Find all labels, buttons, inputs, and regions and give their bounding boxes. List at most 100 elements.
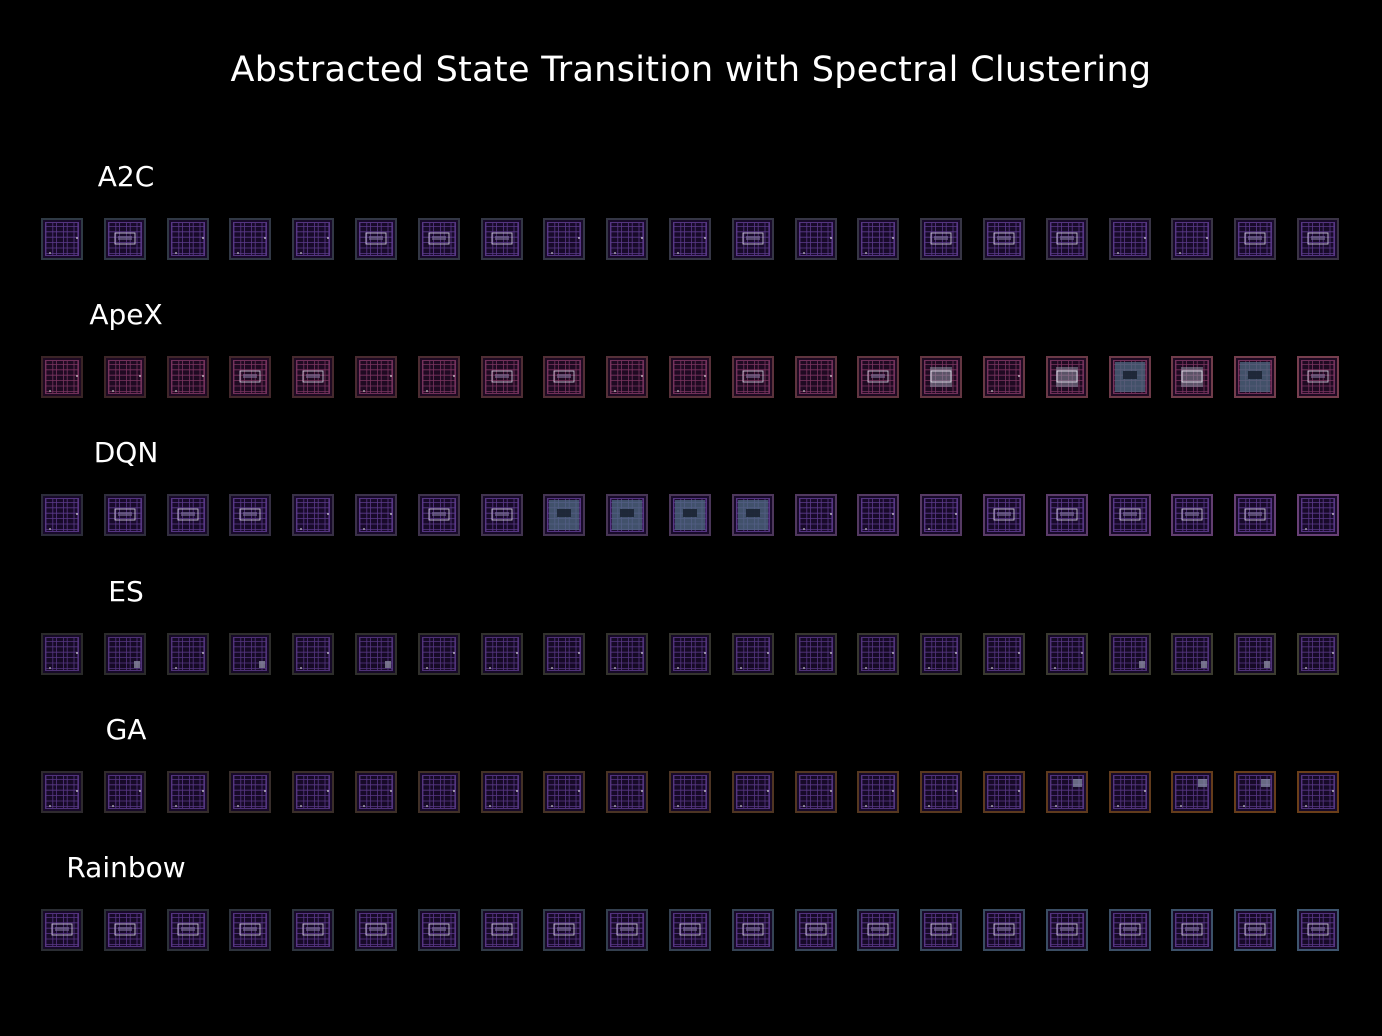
state-frame <box>229 770 272 813</box>
state-frame <box>543 494 586 537</box>
state-frame <box>857 218 900 260</box>
state-frame <box>41 218 83 260</box>
state-frame <box>1297 770 1339 813</box>
state-frame <box>1045 356 1088 399</box>
state-frame <box>1234 494 1277 537</box>
state-frame <box>417 356 460 399</box>
state-frame <box>794 770 837 813</box>
state-frame <box>857 909 900 951</box>
row-label: GA <box>105 712 147 746</box>
state-frame <box>543 770 586 813</box>
state-frame <box>417 494 460 537</box>
state-frame <box>920 356 963 399</box>
state-frame <box>103 632 146 675</box>
state-frame <box>1108 909 1151 951</box>
state-frame <box>41 909 83 951</box>
state-frame <box>417 632 460 675</box>
state-frame <box>920 218 963 260</box>
state-frame <box>166 909 209 951</box>
row-label: ApeX <box>89 298 163 332</box>
state-frame <box>731 909 774 951</box>
state-frame <box>292 770 335 813</box>
state-frame <box>355 770 397 813</box>
state-frame <box>606 218 649 260</box>
state-frame <box>292 218 335 260</box>
state-frame <box>857 494 900 537</box>
state-frame <box>480 218 523 260</box>
state-frame <box>1297 632 1339 675</box>
state-frame <box>920 494 963 537</box>
state-frame <box>166 218 209 260</box>
state-frame <box>480 356 523 399</box>
state-frame <box>292 494 335 537</box>
state-frame <box>669 632 711 675</box>
state-frame <box>606 356 649 399</box>
state-frame <box>1297 494 1339 537</box>
state-frame <box>543 218 586 260</box>
state-frame <box>41 494 83 537</box>
state-frame <box>669 218 711 260</box>
row-label: DQN <box>93 436 159 470</box>
state-frame <box>731 632 774 675</box>
state-frame <box>983 218 1025 260</box>
state-frame <box>543 909 586 951</box>
state-frame <box>103 356 146 399</box>
state-frame <box>480 909 523 951</box>
state-frame <box>355 218 397 260</box>
state-frame <box>920 909 963 951</box>
state-frame <box>983 909 1025 951</box>
state-frame <box>669 770 711 813</box>
state-frame <box>920 770 963 813</box>
state-frame <box>731 494 774 537</box>
state-frame <box>669 909 711 951</box>
state-frame <box>857 632 900 675</box>
state-frame <box>355 494 397 537</box>
state-frame <box>731 218 774 260</box>
state-frame <box>794 218 837 260</box>
state-frame <box>41 770 83 813</box>
state-frame <box>1045 494 1088 537</box>
state-frame <box>229 909 272 951</box>
state-frame <box>1171 770 1214 813</box>
state-frame <box>1234 909 1277 951</box>
state-frame <box>417 909 460 951</box>
state-frame <box>229 632 272 675</box>
state-frame <box>857 356 900 399</box>
state-frame <box>920 632 963 675</box>
state-frame <box>606 494 649 537</box>
state-frame <box>794 909 837 951</box>
figure-title: Abstracted State Transition with Spectra… <box>230 50 1152 90</box>
state-frame <box>103 909 146 951</box>
state-frame <box>480 632 523 675</box>
state-frame <box>1045 770 1088 813</box>
state-frame <box>166 770 209 813</box>
state-frame <box>417 770 460 813</box>
state-frame <box>1297 909 1339 951</box>
state-frame <box>41 356 83 399</box>
state-frame <box>543 356 586 399</box>
state-frame <box>1171 909 1214 951</box>
state-frame <box>292 909 335 951</box>
state-frame <box>606 909 649 951</box>
state-frame <box>229 218 272 260</box>
state-frame <box>1234 770 1277 813</box>
state-frame <box>606 770 649 813</box>
state-frame <box>1108 218 1151 260</box>
state-frame <box>1108 632 1151 675</box>
state-frame <box>1171 494 1214 537</box>
state-frame <box>794 632 837 675</box>
state-frame <box>355 356 397 399</box>
state-frame <box>417 218 460 260</box>
state-frame <box>1045 632 1088 675</box>
state-frame <box>166 356 209 399</box>
state-frame <box>41 632 83 675</box>
state-frame <box>983 632 1025 675</box>
state-frame <box>669 356 711 399</box>
state-frame <box>983 494 1025 537</box>
state-frame <box>983 770 1025 813</box>
state-frame <box>1234 356 1277 399</box>
state-frame <box>1108 770 1151 813</box>
state-frame <box>166 632 209 675</box>
state-frame <box>1234 632 1277 675</box>
